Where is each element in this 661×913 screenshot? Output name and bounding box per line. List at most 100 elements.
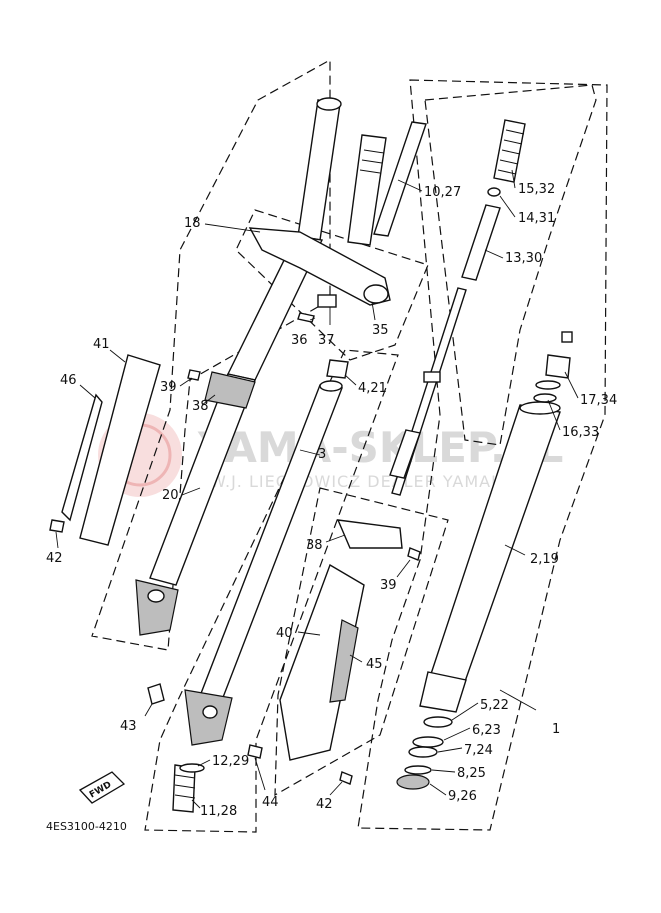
leader-13 xyxy=(484,249,504,259)
callout-38b: 38 xyxy=(306,538,323,553)
inner-tube-assembly xyxy=(147,359,349,813)
leader-44 xyxy=(254,757,266,791)
leader-39b xyxy=(396,559,411,578)
steering-bracket xyxy=(248,134,391,323)
leader-46 xyxy=(79,384,96,399)
callout-3: 3 xyxy=(318,447,326,462)
bolt-36 xyxy=(297,312,315,323)
leader-6 xyxy=(443,727,471,741)
bolt-42b xyxy=(339,771,353,785)
left-fork-cap xyxy=(297,99,341,241)
clip-37 xyxy=(317,294,337,308)
spring-seat-ribs xyxy=(174,774,196,799)
damper-rod-13 xyxy=(461,204,501,281)
left-fork-top xyxy=(316,97,342,111)
leader-36 xyxy=(309,317,316,321)
bracket-bolt-head xyxy=(363,284,389,304)
fwd-arrow-icon xyxy=(78,771,126,804)
leader-1 xyxy=(499,689,537,711)
guard-panel-45 xyxy=(329,619,359,703)
callout-37: 37 xyxy=(318,333,335,348)
diagram-code: 4ES3100-4210 xyxy=(46,820,127,833)
callout-4-21: 4,21 xyxy=(358,381,387,396)
left-lower-clamp xyxy=(204,371,256,409)
rod-piston xyxy=(389,429,421,479)
callout-15-32: 15,32 xyxy=(518,182,555,197)
stem-threads xyxy=(359,149,385,174)
callout-12-29: 12,29 xyxy=(212,754,249,769)
washer-6 xyxy=(412,736,444,748)
callout-18: 18 xyxy=(184,216,201,231)
clip-8 xyxy=(404,765,432,775)
washer-14 xyxy=(487,187,501,197)
callout-44: 44 xyxy=(262,795,279,810)
callout-35: 35 xyxy=(372,323,389,338)
leader-7 xyxy=(437,747,463,753)
leader-3 xyxy=(299,449,321,456)
outline-right-fork xyxy=(357,79,608,831)
oil-seal-7 xyxy=(408,746,438,758)
callout-8-25: 8,25 xyxy=(457,766,486,781)
callout-40: 40 xyxy=(276,626,293,641)
lower-axle-boss xyxy=(202,705,218,719)
leader-42a xyxy=(55,531,59,549)
leader-41 xyxy=(109,349,126,363)
callout-11-28: 11,28 xyxy=(200,804,237,819)
bolt-44 xyxy=(247,744,263,759)
bolt-39b xyxy=(407,547,421,561)
outer-tube-top xyxy=(519,401,561,415)
leader-38b xyxy=(325,534,346,543)
fork-guard-40 xyxy=(279,563,365,761)
leader-42b xyxy=(329,781,343,796)
callout-36: 36 xyxy=(291,333,308,348)
fork-guard-assembly xyxy=(247,519,421,785)
o-ring-16a xyxy=(535,380,561,390)
leader-35 xyxy=(371,301,376,321)
leader-43 xyxy=(144,703,153,717)
callout-39b: 39 xyxy=(380,578,397,593)
callout-43: 43 xyxy=(120,719,137,734)
leader-38a xyxy=(201,394,216,406)
leader-40 xyxy=(297,631,321,636)
callout-5-22: 5,22 xyxy=(480,698,509,713)
callout-9-26: 9,26 xyxy=(448,789,477,804)
callout-10-27: 10,27 xyxy=(424,185,461,200)
fork-cover-41 xyxy=(79,354,161,546)
bushing-4 xyxy=(326,359,349,379)
callout-16-33: 16,33 xyxy=(562,425,599,440)
inner-tube-top xyxy=(319,380,343,392)
leader-5 xyxy=(451,702,479,721)
leader-20 xyxy=(181,487,201,496)
dust-seal-9 xyxy=(396,774,430,790)
bolt-42a xyxy=(49,519,65,533)
cap-screw xyxy=(561,331,573,343)
spring-coils xyxy=(497,129,525,175)
leader-12 xyxy=(197,759,211,767)
callout-2-19: 2,19 xyxy=(530,552,559,567)
leader-39a xyxy=(179,377,193,387)
callout-38a: 38 xyxy=(192,399,209,414)
leader-9 xyxy=(429,783,447,796)
callout-labels: 1 2,19 3 4,21 5,22 6,23 7,24 8,25 9,26 1… xyxy=(46,182,617,819)
o-ring-16b xyxy=(533,393,557,403)
leader-14 xyxy=(499,195,516,218)
left-axle-boss xyxy=(147,589,165,603)
callout-17-34: 17,34 xyxy=(580,393,617,408)
bushing-5 xyxy=(423,716,453,728)
callout-7-24: 7,24 xyxy=(464,743,493,758)
callout-6-23: 6,23 xyxy=(472,723,501,738)
outline-damper xyxy=(424,84,597,446)
damper-rod-assembly xyxy=(373,119,526,496)
left-outer-tube xyxy=(135,97,342,636)
leader-17 xyxy=(564,371,579,399)
callout-46: 46 xyxy=(60,373,77,388)
front-fork-cover xyxy=(49,354,201,546)
leader-lines xyxy=(55,169,579,809)
leader-16 xyxy=(547,399,561,431)
plug-43 xyxy=(147,683,165,705)
callout-14-31: 14,31 xyxy=(518,211,555,226)
callout-42a: 42 xyxy=(46,551,63,566)
fwd-badge: FWD xyxy=(78,771,126,804)
leader-2 xyxy=(504,544,526,556)
